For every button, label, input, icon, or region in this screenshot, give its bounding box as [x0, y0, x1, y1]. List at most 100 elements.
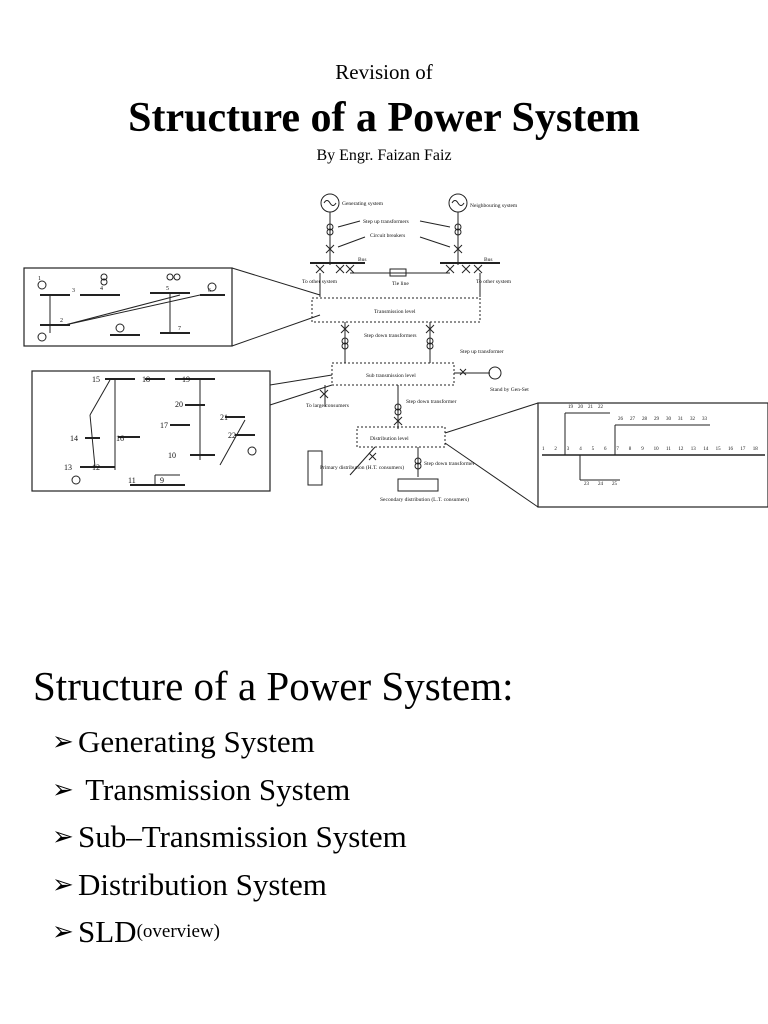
arrowhead-icon: ➢ [52, 727, 74, 756]
label-step-down-transformer-low: Step down transformer [424, 460, 475, 467]
bus-number: 32 [690, 417, 696, 422]
bullet-item: ➢ Sub–Transmission System [52, 813, 407, 861]
label-bus-left: Bus [358, 257, 367, 263]
label-secondary-distribution: Secondary distribution (L.T. consumers) [380, 496, 469, 503]
bus-number: 11 [128, 476, 136, 485]
bus-number: 15 [716, 447, 722, 452]
bus-number: 20 [578, 405, 584, 410]
label-bus-right: Bus [484, 257, 493, 263]
right-top-bus-numbers: 19 20 21 22 26 27 28 29 30 31 32 33 [568, 405, 708, 422]
arrowhead-icon: ➢ [52, 869, 74, 899]
bus-number: 28 [642, 417, 648, 422]
bus-number: 22 [228, 431, 236, 440]
bus-number: 2 [554, 447, 557, 452]
bullet-text: SLD [78, 914, 137, 949]
arrowhead-icon: ➢ [52, 822, 74, 851]
label-to-other-system-left: To other system [302, 279, 338, 285]
bus-number: 1 [542, 447, 545, 452]
label-tie-line: Tie line [392, 281, 409, 287]
page-title: Structure of a Power System [128, 95, 640, 141]
bus-number: 26 [618, 417, 624, 422]
bus-number: 5 [166, 286, 169, 292]
bus-number: 22 [598, 405, 604, 410]
label-step-up-transformer: Step up transformer [460, 348, 504, 355]
power-system-diagram: Generating system Neighbouring system St… [23, 193, 768, 508]
bus-number: 8 [629, 447, 632, 452]
label-to-large-consumers: To large consumers [306, 403, 349, 409]
bus-number: 31 [678, 417, 684, 422]
bus-number: 14 [703, 447, 709, 452]
bus-number: 3 [567, 447, 570, 452]
arrowhead-icon: ➢ [52, 774, 74, 804]
bullet-item: ➢ Transmission System [52, 766, 407, 814]
bus-number: 1 [38, 276, 41, 282]
bus-number: 33 [702, 417, 708, 422]
author-line: By Engr. Faizan Faiz [316, 147, 452, 164]
pre-title: Revision of [335, 60, 433, 84]
bus-number: 10 [168, 451, 176, 460]
bus-number: 4 [100, 286, 103, 292]
bus-number: 3 [72, 288, 75, 294]
bus-number: 11 [666, 447, 671, 452]
bus-number: 6 [208, 288, 211, 294]
bus-number: 14 [70, 434, 78, 443]
bus-number: 21 [588, 405, 594, 410]
label-stand-by-gen-set: Stand by Gen-Set [490, 387, 529, 393]
label-generating-system: Generating system [342, 201, 384, 207]
label-circuit-breakers: Circuit breakers [370, 233, 405, 239]
bus-number: 18 [753, 447, 759, 452]
bus-number: 15 [92, 375, 100, 384]
bus-number: 12 [678, 447, 684, 452]
bus-number: 30 [666, 417, 672, 422]
bus-number: 20 [175, 400, 183, 409]
bus-number: 18 [142, 375, 150, 384]
label-distribution-level: Distribution level [370, 436, 409, 442]
bus-number: 17 [740, 447, 746, 452]
section-heading: Structure of a Power System: [33, 663, 514, 709]
bus-number: 7 [616, 447, 619, 452]
label-step-down-transformers: Step down transformers [364, 332, 417, 339]
bullet-text: Sub–Transmission System [78, 819, 407, 854]
bus-number: 5 [592, 447, 595, 452]
bus-number: 9 [160, 476, 164, 485]
bullet-note: (overview) [136, 921, 220, 942]
bus-number: 16 [728, 447, 734, 452]
label-sub-transmission-level: Sub transmission level [366, 373, 416, 379]
label-to-other-system-right: To other system [476, 279, 512, 285]
arrowhead-icon: ➢ [52, 917, 74, 946]
bullet-text: Transmission System [78, 771, 351, 807]
bus-number: 7 [178, 326, 181, 332]
bus-number: 2 [60, 318, 63, 324]
bus-number: 19 [568, 405, 574, 410]
left-top-bus-numbers: 1 2 3 4 5 6 7 [38, 276, 211, 332]
bus-number: 12 [92, 463, 100, 472]
bullet-list: ➢ Generating System ➢ Transmission Syste… [52, 718, 407, 956]
right-bottom-bus-numbers: 23 24 25 [584, 482, 618, 487]
bus-number: 6 [604, 447, 607, 452]
bullet-item: ➢ Distribution System [52, 861, 407, 909]
bus-number: 23 [584, 482, 590, 487]
label-transmission-level: Transmission level [374, 309, 416, 315]
bus-number: 9 [641, 447, 644, 452]
bus-number: 13 [64, 463, 72, 472]
bus-number: 24 [598, 482, 604, 487]
bullet-text: Generating System [78, 724, 315, 759]
bullet-text: Distribution System [78, 866, 327, 902]
bus-number: 19 [182, 375, 190, 384]
label-neighbouring-system: Neighbouring system [470, 203, 518, 209]
bus-number: 10 [654, 447, 660, 452]
label-step-up-transformers: Step up transformers [363, 218, 409, 225]
bullet-item: ➢ SLD(overview) [52, 908, 407, 956]
label-step-down-transformer-mid: Step down transformer [406, 398, 457, 405]
bus-number: 29 [654, 417, 660, 422]
label-primary-distribution: Primary distribution (H.T. consumers) [320, 464, 404, 471]
bus-number: 4 [579, 447, 582, 452]
bus-number: 27 [630, 417, 636, 422]
bus-number: 13 [691, 447, 697, 452]
bus-number: 16 [116, 434, 124, 443]
bullet-item: ➢ Generating System [52, 718, 407, 766]
bus-number: 21 [220, 413, 228, 422]
bus-number: 17 [160, 421, 168, 430]
bus-number: 25 [612, 482, 618, 487]
